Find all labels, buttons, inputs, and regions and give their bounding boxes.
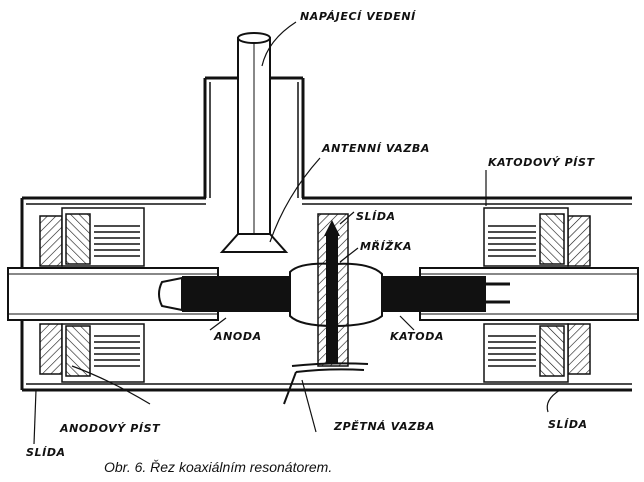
feedback-loop [283, 362, 369, 405]
label-mica-right: SLÍDA [548, 418, 588, 431]
label-anode-piston: ANODOVÝ PÍST [59, 422, 161, 435]
label-mica-top: SLÍDA [356, 210, 396, 223]
label-cathode: KATODA [390, 330, 444, 343]
anode-electrode [158, 276, 290, 312]
feed-line-rod [219, 32, 289, 253]
label-grid: MŘÍŽKA [360, 239, 412, 253]
label-cathode-piston: KATODOVÝ PÍST [488, 156, 596, 169]
label-feed-line: NAPÁJECÍ VEDENÍ [300, 10, 416, 23]
cavity-outer-wall [20, 196, 632, 392]
label-mica-left: SLÍDA [26, 446, 66, 459]
leader-lines [33, 21, 561, 445]
figure-caption: Obr. 6. Řez koaxiálním resonátorem. [104, 459, 332, 475]
label-feedback: ZPĚTNÁ VAZBA [333, 419, 435, 433]
cathode-electrode [380, 276, 510, 312]
grid-plate [317, 213, 349, 367]
label-antenna-coupling: ANTENNÍ VAZBA [321, 142, 430, 155]
label-anode: ANODA [213, 330, 262, 343]
